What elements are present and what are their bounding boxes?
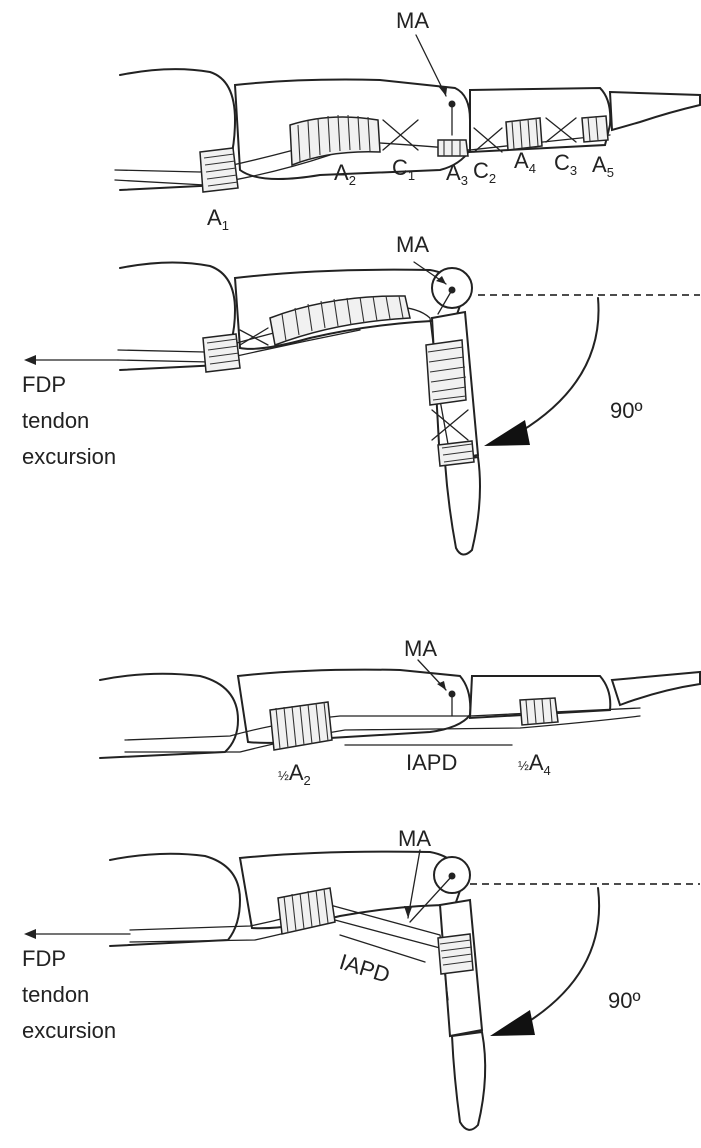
panel-partial-extended: MA IAPD ½A2 ½A4: [100, 636, 700, 788]
proximal-phalanx: [240, 852, 462, 929]
fdp-label: FDP: [22, 946, 66, 971]
angle-label: 90º: [610, 398, 643, 423]
half-a4-label: ½A4: [518, 750, 551, 778]
panel-partial-flexed: MA IAPD 90º FDP tendon excursion: [22, 826, 700, 1130]
half-a4-pulley: [520, 698, 558, 725]
ma-label: MA: [398, 826, 431, 851]
panel-intact-flexed: MA 90º FDP tendon excursion: [22, 232, 700, 555]
half-a2-label: ½A2: [278, 760, 311, 788]
angle-label: 90º: [608, 988, 641, 1013]
distal-phalanx: [610, 92, 700, 130]
iapd-label: IAPD: [337, 949, 393, 988]
rotation-arrowhead: [490, 1010, 535, 1036]
panel-intact-extended: MA A1 A2 C1 A3 C2 A4 C3 A5: [115, 8, 700, 233]
ma-label: MA: [404, 636, 437, 661]
a5-pulley: [582, 116, 608, 142]
distal-phalanx: [612, 672, 700, 705]
rotation-arc: [528, 888, 599, 1022]
a4-label: A4: [514, 148, 536, 176]
distal-phalanx: [452, 1032, 485, 1130]
a4-pulley: [506, 118, 542, 150]
c2-label: C2: [473, 158, 496, 186]
a1-pulley: [200, 148, 238, 192]
a5-pulley: [438, 441, 474, 466]
a1-pulley: [203, 334, 240, 372]
ma-label: MA: [396, 8, 429, 33]
metacarpal-outline: [100, 674, 238, 758]
excursion-label: excursion: [22, 444, 116, 469]
fdp-label: FDP: [22, 372, 66, 397]
metacarpal-outline: [110, 854, 240, 946]
iapd-label: IAPD: [406, 750, 457, 775]
tendon-label: tendon: [22, 982, 89, 1007]
ma-label: MA: [396, 232, 429, 257]
rotation-arc: [520, 298, 599, 432]
half-a4-pulley: [438, 934, 473, 974]
rotation-arrowhead: [484, 420, 530, 446]
a3-label: A3: [446, 160, 468, 188]
tendon-label: tendon: [22, 408, 89, 433]
a3-pulley: [438, 140, 468, 156]
c3-label: C3: [554, 150, 577, 178]
a5-label: A5: [592, 152, 614, 180]
distal-phalanx: [445, 457, 480, 555]
half-a2-pulley: [270, 702, 332, 750]
a1-label: A1: [207, 205, 229, 233]
a4-pulley: [426, 340, 466, 405]
excursion-label: excursion: [22, 1018, 116, 1043]
